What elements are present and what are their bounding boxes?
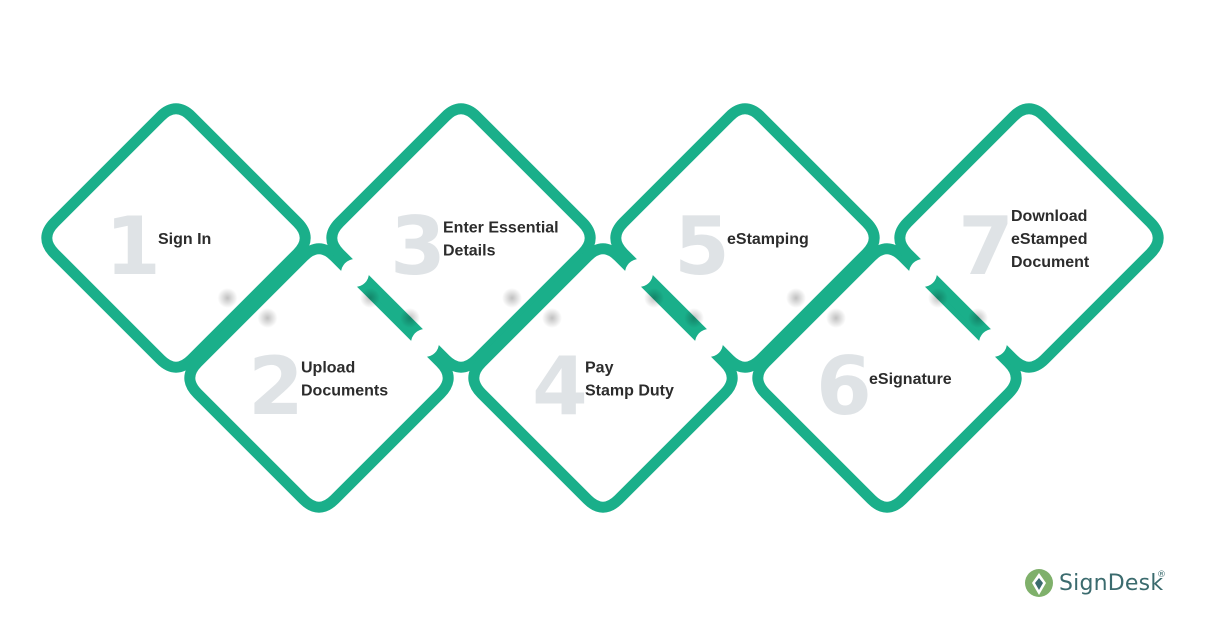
step-6-number: 6 — [816, 340, 872, 433]
link-shadow — [644, 288, 664, 308]
step-diamonds — [41, 103, 1164, 513]
link-gap — [909, 259, 937, 287]
link-gap — [483, 259, 511, 287]
link-shadow — [826, 308, 846, 328]
link-gap — [625, 259, 653, 287]
step-4-label: Pay — [585, 360, 614, 377]
step-3-label: Details — [443, 243, 496, 260]
brand-registered-mark: ® — [1157, 570, 1166, 580]
brand-logo: SignDesk ® — [1025, 569, 1166, 597]
link-gap — [411, 329, 439, 357]
step-2-label: Upload — [301, 360, 355, 377]
link-shadow — [360, 288, 380, 308]
link-shadow — [542, 308, 562, 328]
step-5-number: 5 — [674, 200, 730, 293]
link-gap — [767, 259, 795, 287]
link-gap — [268, 329, 297, 357]
link-gap — [553, 329, 581, 357]
step-2-diamond — [184, 243, 454, 513]
link-gap — [695, 329, 723, 357]
link-shadow — [217, 288, 238, 308]
step-4-label: Stamp Duty — [585, 383, 674, 400]
step-5-diamond — [610, 103, 880, 373]
step-3-label: Enter Essential — [443, 220, 559, 237]
link-shadow — [684, 308, 704, 328]
link-gap — [198, 259, 227, 287]
step-7-number: 7 — [958, 200, 1014, 293]
link-shadow — [928, 288, 948, 308]
step-4-diamond — [468, 243, 738, 513]
step-6-label: eSignature — [869, 371, 952, 388]
link-gap — [837, 329, 865, 357]
brand-name: SignDesk — [1059, 571, 1163, 596]
step-6-diamond — [752, 243, 1022, 513]
logo-mark-nib — [1035, 578, 1043, 590]
link-shadow — [400, 308, 420, 328]
link-shadow — [257, 308, 278, 328]
link-shadow — [502, 288, 522, 308]
step-7-label: eStamped — [1011, 231, 1087, 248]
step-7-label: Document — [1011, 254, 1090, 271]
step-7-label: Download — [1011, 208, 1087, 225]
link-gap — [979, 329, 1007, 357]
step-4-number: 4 — [532, 340, 588, 433]
link-shadow — [968, 308, 988, 328]
link-gap — [341, 259, 369, 287]
step-1-label: Sign In — [158, 231, 211, 248]
step-3-number: 3 — [390, 200, 446, 293]
step-2-label: Documents — [301, 383, 388, 400]
step-5-label: eStamping — [727, 231, 809, 248]
step-2-number: 2 — [248, 340, 304, 433]
step-7-diamond — [894, 103, 1164, 373]
step-3-diamond — [326, 103, 596, 373]
step-1-number: 1 — [105, 200, 161, 293]
link-shadow — [786, 288, 806, 308]
link-shadows — [198, 259, 1007, 357]
step-1-diamond — [41, 103, 311, 373]
